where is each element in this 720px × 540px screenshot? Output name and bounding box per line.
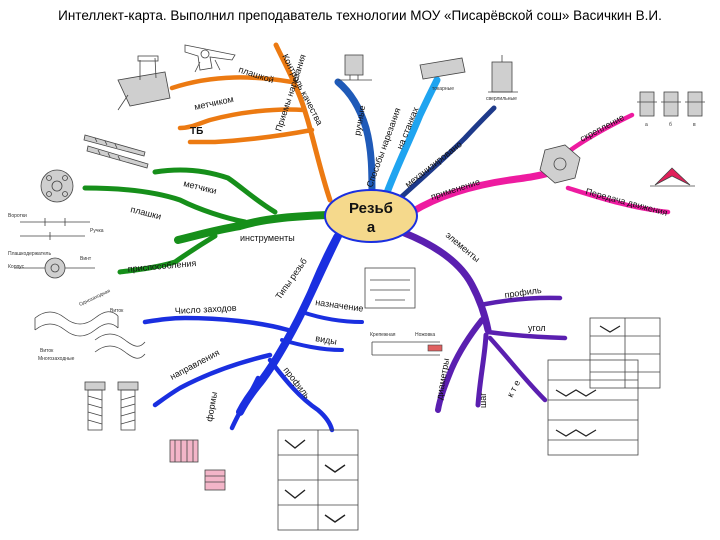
sketch-label-mnogozahod: Многозаходные: [38, 356, 75, 362]
sketch-label-ruchka: Ручка: [90, 228, 104, 234]
blue-sub-chislo: [142, 315, 291, 333]
label-peredacha: Передача движения: [584, 186, 668, 218]
sketch-profile-table-blue: [277, 429, 359, 531]
blue-sub-formy: [229, 375, 261, 431]
label-chislo-zahodov: Число заходов: [175, 303, 237, 316]
label-napravleniya: направления: [168, 347, 221, 382]
sketch-plashkoderzhatel-top: [184, 44, 236, 73]
sketch-machine-2: токарные: [419, 57, 466, 92]
blue-trunk-tail: [297, 233, 339, 321]
label-metchiki: метчики: [183, 178, 218, 196]
sketch-label-stanok2: сверлильные: [486, 96, 517, 102]
violet-sub-diametry: [435, 317, 485, 413]
sketch-label-nozhovka: Ножовка: [415, 332, 435, 338]
label-ugol: угол: [528, 323, 546, 333]
blue-sub-naznachenie: [300, 310, 364, 324]
label-naznachenie: назначение: [315, 297, 364, 314]
orange-trunk: [273, 42, 333, 203]
sketch-label-korpus: Корпус: [8, 264, 25, 270]
violet-sub-kte: [487, 335, 548, 403]
label-metchikom: метчиком: [193, 94, 234, 112]
sketch-die: [40, 169, 74, 203]
label-plashki: плашки: [130, 204, 163, 221]
violet-branch: [398, 228, 568, 413]
sketch-nut: [539, 144, 581, 184]
sketch-label-odnozahod: Однозаходная: [78, 288, 111, 308]
center-label-1: Резьб: [349, 200, 393, 217]
sketch-machine-1: [338, 54, 372, 81]
orange-sub-tb: [187, 127, 315, 145]
orange-branch: [169, 42, 333, 203]
label-shag: шаг: [478, 392, 488, 408]
green-branch: [82, 167, 332, 275]
sketch-skreplenie: а б в: [637, 91, 705, 128]
center-label-2: а: [367, 219, 376, 236]
methods-ruchnye: [334, 78, 376, 200]
sketch-vorotok-set: Воротки Ручка Плашкодержатель Корпус Вин…: [8, 213, 104, 279]
sketch-label-vorotok: Воротки: [8, 213, 27, 219]
label-plashkoy: плашкой: [237, 64, 275, 85]
blue-sub-vidy: [280, 338, 344, 352]
sketch-label-vitok2: Виток: [40, 348, 54, 354]
label-tb: ТБ: [190, 126, 203, 137]
sketch-profile-table-violet: [547, 317, 661, 456]
violet-trunk: [398, 228, 492, 334]
blue-sub-profil: [267, 357, 335, 433]
blue-branch: [142, 228, 364, 433]
green-trunk: [174, 211, 332, 244]
label-tipy: Типы резьб: [273, 256, 309, 301]
orange-sub-metchikom: [177, 107, 307, 131]
label-kte: к т е: [505, 378, 522, 399]
blue-sub-napravleniya: [152, 352, 273, 408]
sketch-forms: [169, 439, 226, 491]
green-sub-plashki: [82, 185, 248, 225]
orange-sub-plashkoy: [169, 75, 295, 91]
sketch-metchik-holder: [117, 55, 171, 111]
methods-branch: [334, 76, 497, 203]
page-title: Интеллект-карта. Выполнил преподаватель …: [58, 8, 662, 23]
sketch-jack: [650, 167, 695, 187]
label-vidy: виды: [315, 333, 338, 347]
magenta-sub-peredacha: [565, 185, 671, 215]
label-mehanizirovano: механизировано: [403, 139, 464, 190]
sketch-label-vint: Винт: [80, 256, 92, 262]
sketch-thread-helix: Однозаходная Виток Виток Многозаходные: [34, 288, 146, 362]
sketch-label-plashkoderzh: Плашкодержатель: [8, 251, 51, 257]
label-prisposobleniya: приспособления: [127, 258, 197, 274]
sketch-label-stanok1: токарные: [432, 86, 454, 92]
violet-sub-ugol: [485, 329, 568, 341]
sketch-label-a: а: [645, 122, 648, 128]
sketch-label-v: в: [693, 122, 696, 128]
violet-sub-shag: [475, 332, 489, 408]
green-sub-prispos: [117, 233, 218, 275]
green-sub-metchiki: [152, 167, 278, 215]
methods-mehaniz: [395, 105, 497, 203]
label-instrumenty: инструменты: [240, 233, 295, 243]
sketch-bolts: [84, 381, 139, 431]
sketch-label-hranenie: Крепежная: [370, 332, 396, 338]
violet-sub-profil: [477, 295, 563, 308]
center-node: Резьб а: [324, 189, 418, 243]
label-formy: формы: [204, 391, 219, 422]
sketch-nazn: Крепежная Ножовка: [364, 267, 443, 356]
center-ellipse: [324, 189, 418, 243]
sketch-machine-3: сверлильные: [486, 55, 518, 102]
methods-na-stankah: [381, 76, 441, 202]
magenta-trunk: [408, 168, 556, 216]
label-skreplenie: скрепление: [578, 112, 626, 144]
sketch-label-vitok: Виток: [110, 308, 124, 314]
sketch-taps: [83, 134, 149, 169]
sketch-label-b: б: [669, 122, 672, 128]
